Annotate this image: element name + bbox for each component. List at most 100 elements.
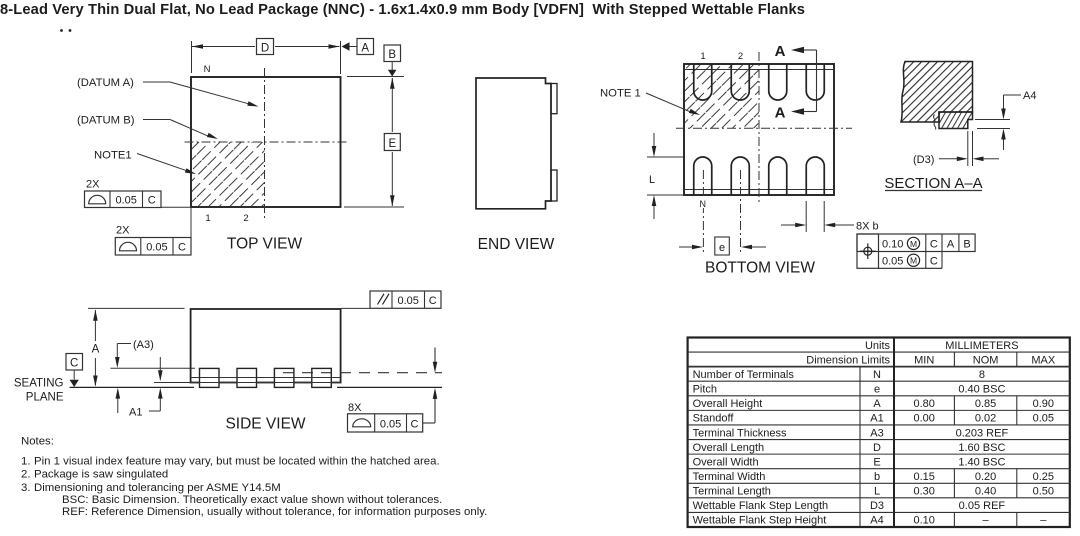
svg-text:A: A — [775, 43, 786, 60]
svg-text:Terminal Thickness: Terminal Thickness — [693, 427, 787, 439]
svg-text:NOM: NOM — [973, 354, 999, 366]
svg-text:SEATING: SEATING — [14, 378, 64, 390]
svg-text:0.05: 0.05 — [397, 295, 418, 307]
svg-text:0.25: 0.25 — [1033, 471, 1054, 483]
svg-text:0.50: 0.50 — [1033, 486, 1054, 498]
svg-text:Standoff: Standoff — [693, 413, 735, 425]
svg-text:1.: 1. — [21, 456, 31, 468]
svg-text:0.05: 0.05 — [1033, 413, 1054, 425]
svg-text:L: L — [649, 174, 655, 186]
svg-text:(A3): (A3) — [133, 339, 154, 351]
svg-text:D: D — [261, 42, 269, 54]
svg-text:0.85: 0.85 — [975, 398, 996, 410]
svg-text:0.05: 0.05 — [115, 195, 136, 207]
svg-text:0.05 REF: 0.05 REF — [959, 500, 1006, 512]
svg-text:0.80: 0.80 — [913, 398, 934, 410]
svg-text:A4: A4 — [1023, 90, 1036, 102]
svg-text:2.: 2. — [21, 469, 31, 481]
svg-text:0.30: 0.30 — [913, 486, 934, 498]
svg-text:8-Lead Very Thin Dual Flat, No: 8-Lead Very Thin Dual Flat, No Lead Pack… — [0, 2, 805, 18]
svg-text:A: A — [873, 398, 881, 410]
svg-text:MILLIMETERS: MILLIMETERS — [945, 340, 1018, 352]
svg-text:Overall Length: Overall Length — [693, 442, 765, 454]
svg-text:8: 8 — [979, 369, 985, 381]
svg-text:Units: Units — [865, 340, 891, 352]
svg-text:–: – — [1040, 515, 1047, 527]
svg-text:E: E — [873, 456, 880, 468]
svg-text:e: e — [719, 242, 725, 254]
svg-text:Pitch: Pitch — [693, 384, 717, 396]
svg-text:0.10: 0.10 — [882, 238, 903, 250]
svg-text:2X: 2X — [116, 225, 130, 237]
svg-text:END VIEW: END VIEW — [478, 236, 555, 253]
svg-text:NOTE 1: NOTE 1 — [600, 88, 641, 100]
svg-text:REF: Reference Dimension, usua: REF: Reference Dimension, usually withou… — [62, 506, 487, 518]
svg-text:M: M — [910, 256, 917, 266]
svg-text:A: A — [775, 105, 786, 122]
svg-text:b: b — [874, 471, 880, 483]
svg-text:A3: A3 — [870, 427, 883, 439]
svg-text:N: N — [873, 369, 881, 381]
svg-text:A1: A1 — [870, 413, 883, 425]
svg-text:0.20: 0.20 — [975, 471, 996, 483]
svg-text:(DATUM A): (DATUM A) — [77, 77, 134, 89]
svg-text:C: C — [429, 295, 437, 307]
svg-text:D: D — [873, 442, 881, 454]
svg-text:(D3): (D3) — [913, 154, 934, 166]
svg-text:C: C — [411, 418, 419, 430]
svg-text:SIDE VIEW: SIDE VIEW — [225, 416, 305, 433]
svg-text:Wettable Flank Step Length: Wettable Flank Step Length — [693, 500, 829, 512]
svg-text:8X: 8X — [348, 402, 362, 414]
svg-text:B: B — [963, 238, 970, 250]
svg-text:3.: 3. — [21, 482, 31, 494]
svg-text:A4: A4 — [870, 515, 883, 527]
svg-text:PLANE: PLANE — [26, 392, 64, 404]
svg-text:NOTE1: NOTE1 — [94, 150, 132, 162]
svg-text:1.40 BSC: 1.40 BSC — [958, 456, 1005, 468]
svg-text:B: B — [388, 49, 396, 61]
svg-text:MAX: MAX — [1031, 354, 1056, 366]
svg-text:BOTTOM VIEW: BOTTOM VIEW — [705, 260, 815, 277]
svg-text:C: C — [930, 238, 938, 250]
svg-text:Dimensioning and tolerancing p: Dimensioning and tolerancing per ASME Y1… — [34, 482, 281, 494]
svg-text:BSC: Basic Dimension. Theoreti: BSC: Basic Dimension. Theoretically exac… — [62, 494, 442, 506]
svg-text:N: N — [204, 64, 211, 75]
svg-text:2: 2 — [738, 51, 743, 62]
svg-text:TOP VIEW: TOP VIEW — [227, 236, 303, 253]
svg-text:8X b: 8X b — [856, 221, 879, 233]
svg-text:Number of Terminals: Number of Terminals — [693, 369, 795, 381]
svg-text:0.40: 0.40 — [975, 486, 996, 498]
svg-text:C: C — [930, 255, 938, 267]
svg-text:1.60 BSC: 1.60 BSC — [958, 442, 1005, 454]
svg-text:0.203 REF: 0.203 REF — [956, 427, 1009, 439]
svg-text:N: N — [700, 199, 707, 209]
svg-text:Terminal Length: Terminal Length — [693, 486, 771, 498]
svg-text:0.10: 0.10 — [913, 515, 934, 527]
svg-text:2: 2 — [243, 213, 248, 224]
svg-text:SECTION A–A: SECTION A–A — [884, 175, 982, 192]
svg-text:Notes:: Notes: — [21, 436, 54, 448]
svg-text:0.15: 0.15 — [913, 471, 934, 483]
svg-text:Pin 1 visual index feature may: Pin 1 visual index feature may vary, but… — [34, 456, 440, 468]
svg-text:(DATUM B): (DATUM B) — [77, 115, 135, 127]
svg-text:A: A — [947, 238, 955, 250]
svg-text:Package is saw singulated: Package is saw singulated — [34, 469, 168, 481]
svg-text:MIN: MIN — [914, 354, 934, 366]
svg-text:0.02: 0.02 — [975, 413, 996, 425]
svg-text:L: L — [874, 486, 880, 498]
svg-text:A: A — [92, 344, 100, 356]
svg-text:1: 1 — [700, 51, 705, 62]
svg-text:0.00: 0.00 — [913, 413, 934, 425]
svg-text:D3: D3 — [870, 500, 884, 512]
svg-text:C: C — [178, 242, 186, 254]
svg-text:A: A — [361, 42, 369, 54]
svg-text:0.05: 0.05 — [380, 418, 401, 430]
svg-text:C: C — [148, 195, 156, 207]
svg-text:Wettable Flank Step Height: Wettable Flank Step Height — [693, 515, 827, 527]
svg-text:A1: A1 — [129, 407, 142, 419]
svg-text:Dimension Limits: Dimension Limits — [806, 354, 890, 366]
svg-text:0.40 BSC: 0.40 BSC — [958, 384, 1005, 396]
svg-text:C: C — [70, 357, 78, 369]
svg-text:E: E — [388, 138, 396, 150]
svg-text:0.05: 0.05 — [882, 255, 903, 267]
